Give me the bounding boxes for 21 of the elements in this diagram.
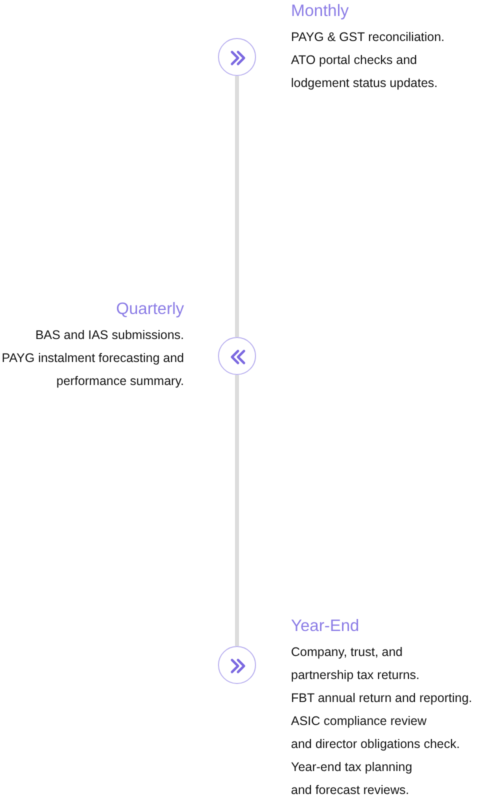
timeline-marker [218,38,256,76]
period-heading: Monthly [291,1,350,21]
task-text: ASIC compliance review [291,713,428,730]
period-heading: Quarterly [115,299,184,319]
task-text: BAS and IAS submissions. [34,327,184,344]
task-text: PAYG & GST reconciliation. [291,29,445,46]
timeline-marker [218,646,256,684]
timeline-marker [218,337,256,375]
task-text: partnership tax returns. [291,667,421,684]
task-text: FBT annual return and reporting. [291,690,472,707]
task-text: PAYG instalment forecasting and [2,350,184,367]
task-text: lodgement status updates. [291,75,439,92]
timeline-line [235,375,239,646]
task-text: Company, trust, and [291,644,404,661]
period-heading: Year-End [291,616,360,636]
task-text: Year-end tax planning [291,759,414,776]
task-text: performance summary. [55,373,184,390]
timeline-line [235,76,239,337]
task-text: and forecast reviews. [291,782,410,799]
task-text: and director obligations check. [291,736,461,753]
task-text: ATO portal checks and [291,52,418,69]
